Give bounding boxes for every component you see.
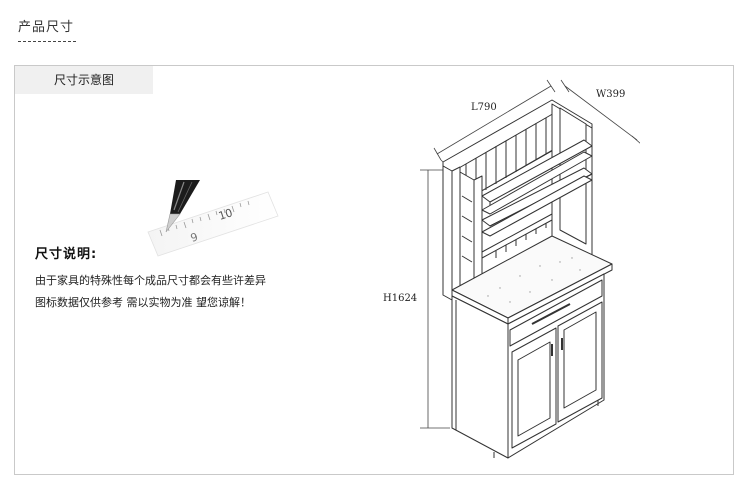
length-label: L790 — [471, 102, 497, 113]
cabinet-dimension-diagram: L790 W399 H1624 — [383, 79, 640, 459]
explanation-title: 尺寸说明: — [35, 247, 98, 262]
base-cabinet — [451, 273, 605, 459]
title-underline — [18, 41, 76, 42]
ruler-tick-9: 9 — [189, 230, 200, 245]
hutch — [442, 99, 593, 309]
explanation-line-1: 由于家具的特殊性每个成品尺寸都会有些许差异 — [35, 274, 266, 287]
height-dimension-line — [420, 169, 450, 429]
section-tab-label: 尺寸示意图 — [15, 66, 153, 94]
ruler-icon: 9 10 — [147, 180, 279, 257]
page-title: 产品尺寸 — [18, 20, 75, 35]
dimension-panel — [14, 65, 734, 475]
explanation-line-2: 图标数据仅供参考 需以实物为准 望您谅解！ — [35, 296, 251, 309]
width-label: W399 — [596, 89, 625, 100]
pen-knife-icon — [165, 180, 200, 233]
height-label: H1624 — [383, 293, 417, 304]
countertop — [451, 235, 613, 325]
width-dimension-line — [560, 79, 640, 144]
ruler-tick-10: 10 — [217, 206, 234, 223]
